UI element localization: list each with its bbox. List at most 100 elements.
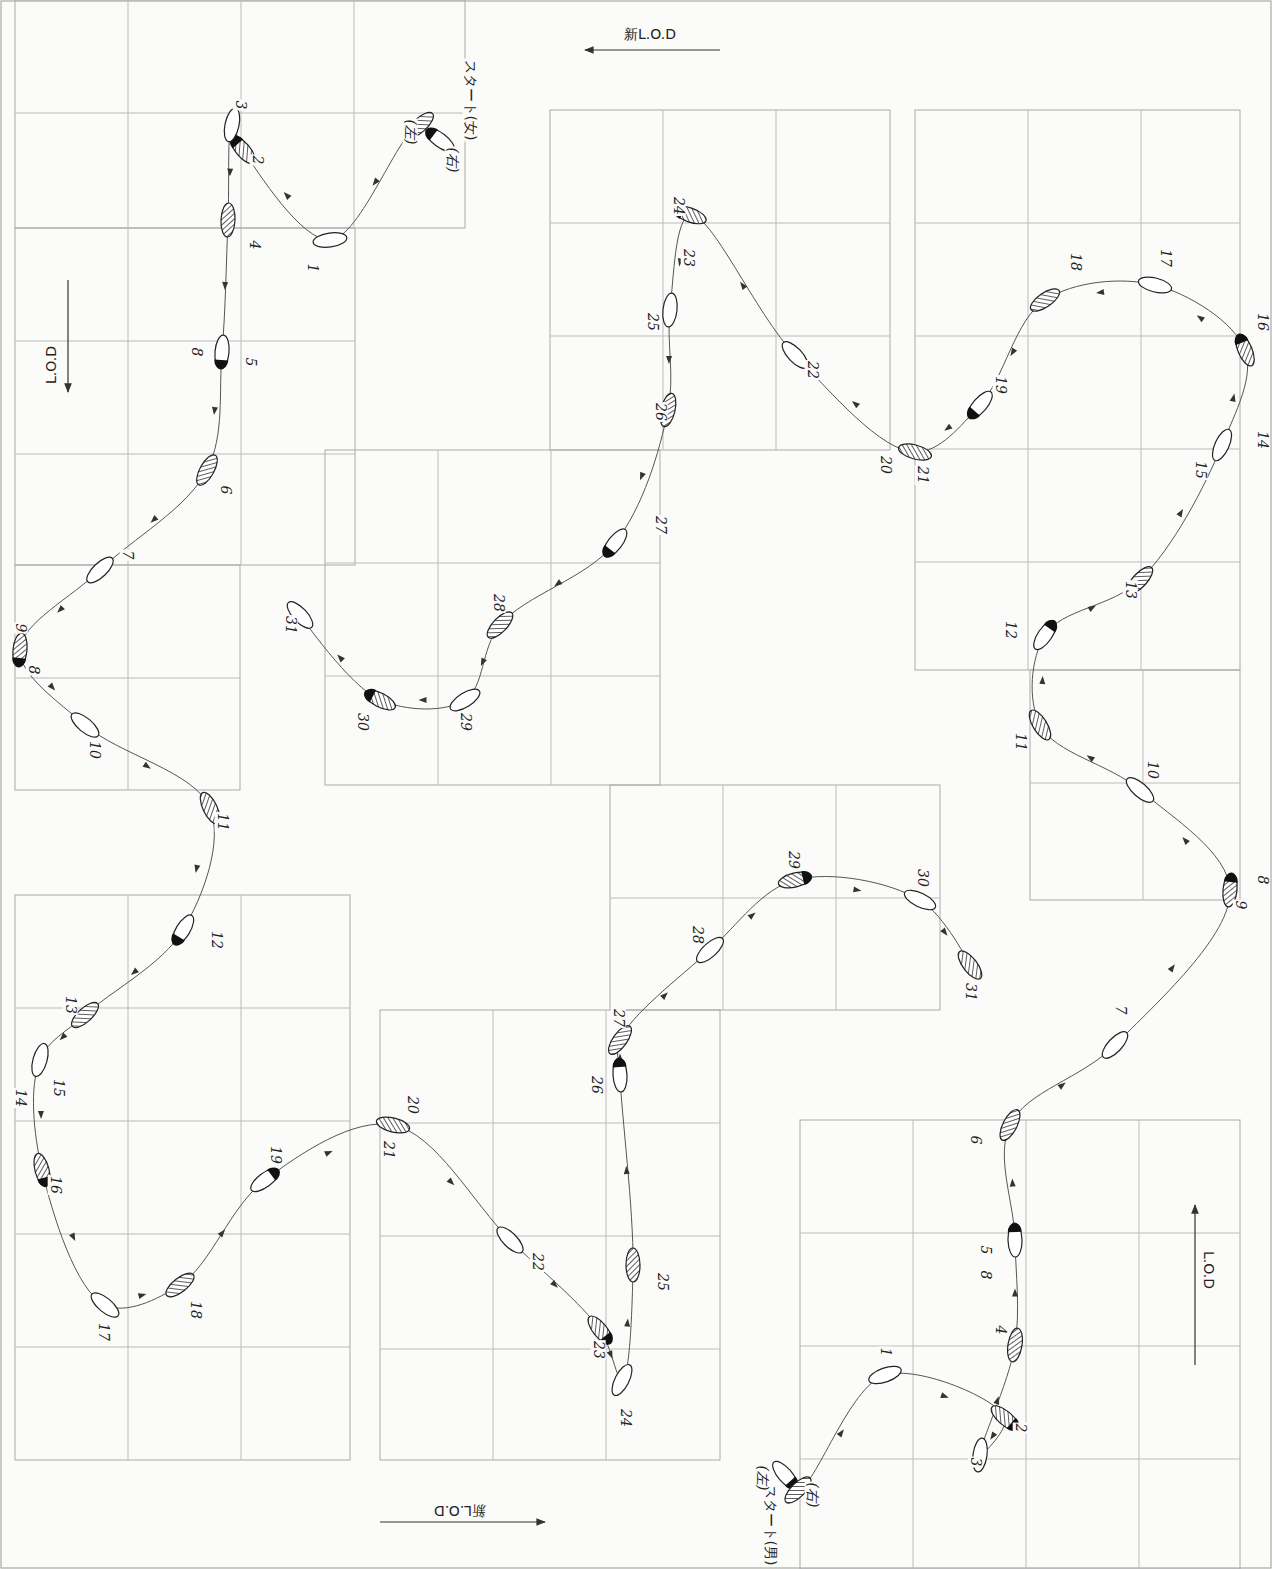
footprint bbox=[83, 553, 117, 587]
step-number: 2 bbox=[1012, 1423, 1027, 1434]
footprint bbox=[1027, 285, 1063, 316]
track-arrow bbox=[853, 886, 862, 893]
foot-sole bbox=[29, 1042, 52, 1079]
grid-line bbox=[15, 113, 465, 114]
step-number: 30 bbox=[914, 868, 929, 888]
track-arrow bbox=[1168, 963, 1178, 973]
footprint bbox=[29, 1042, 52, 1079]
foot-sole bbox=[1008, 1223, 1023, 1257]
track-arrow bbox=[624, 1318, 631, 1327]
footprint bbox=[87, 1289, 122, 1322]
step-number: 30 bbox=[354, 712, 369, 732]
track-arrow bbox=[138, 1291, 147, 1299]
grid-block bbox=[915, 110, 1240, 670]
foot-sole bbox=[1232, 332, 1258, 369]
foot-sole bbox=[867, 1363, 904, 1387]
grid-block bbox=[15, 228, 355, 565]
step-number: 28 bbox=[689, 925, 704, 945]
footprint bbox=[1098, 1028, 1131, 1062]
foot-weight bbox=[1232, 332, 1248, 346]
track-arrow bbox=[1085, 753, 1095, 762]
grid-block bbox=[610, 785, 940, 1010]
direction-label: L.O.D bbox=[1200, 1250, 1215, 1290]
step-number: 16 bbox=[1254, 312, 1269, 332]
step-number: 22 bbox=[529, 1252, 544, 1272]
grid-line bbox=[438, 450, 439, 785]
track-arrow bbox=[149, 515, 159, 525]
foot-sole bbox=[1098, 1028, 1131, 1062]
footprint bbox=[193, 452, 222, 489]
grid-line bbox=[915, 449, 1240, 450]
foot-sole bbox=[1137, 274, 1173, 296]
grid-line bbox=[800, 1459, 1240, 1460]
track-arrow bbox=[38, 1111, 44, 1119]
grid-line bbox=[915, 223, 1240, 224]
footprint bbox=[626, 1248, 640, 1282]
step-number: 23 bbox=[680, 248, 695, 268]
track-arrow bbox=[550, 1280, 560, 1290]
track-arrow bbox=[211, 407, 218, 416]
grid-line bbox=[380, 1236, 720, 1237]
foot-sole bbox=[162, 1269, 197, 1301]
track-arrow bbox=[218, 1228, 228, 1238]
footprint bbox=[67, 709, 102, 742]
foot-weight bbox=[214, 359, 229, 369]
track-arrow bbox=[940, 928, 950, 938]
foot-weight bbox=[612, 1058, 626, 1068]
grid-line bbox=[128, 0, 129, 228]
track-arrow bbox=[48, 683, 58, 693]
track-arrow bbox=[637, 472, 646, 482]
track-arrow bbox=[1012, 1289, 1018, 1297]
grid-line bbox=[380, 1123, 720, 1124]
footprint bbox=[362, 686, 399, 714]
grid-block bbox=[550, 110, 890, 450]
step-number: 29 bbox=[785, 850, 800, 870]
track-arrow bbox=[1096, 289, 1105, 296]
track-arrow bbox=[1039, 676, 1045, 684]
footprint bbox=[483, 608, 517, 642]
direction-label: 新L.O.D bbox=[623, 27, 677, 42]
floor-grid bbox=[15, 0, 1240, 1569]
grid-line bbox=[915, 562, 1240, 563]
footprint bbox=[897, 441, 933, 463]
footprint bbox=[1008, 1223, 1023, 1257]
grid-line bbox=[610, 898, 940, 899]
footprint bbox=[375, 1114, 411, 1136]
foot-sole bbox=[375, 1114, 411, 1136]
footprint bbox=[608, 1362, 636, 1399]
step-number: 20 bbox=[877, 455, 892, 475]
grid-block bbox=[15, 0, 465, 228]
step-number: 31 bbox=[282, 615, 297, 635]
track-arrow bbox=[738, 280, 748, 290]
foot-sole bbox=[996, 1107, 1024, 1144]
foot-sole bbox=[599, 525, 631, 560]
step-track bbox=[20, 125, 970, 1380]
footprint bbox=[162, 1269, 197, 1301]
grid-block bbox=[15, 895, 350, 1460]
step-number: 25 bbox=[644, 312, 659, 332]
step-number: 24 bbox=[617, 1408, 632, 1428]
grid-block bbox=[1030, 670, 1240, 900]
foot-sole bbox=[612, 1058, 628, 1093]
foot-sole bbox=[447, 685, 483, 715]
direction-arrow bbox=[1194, 1205, 1195, 1365]
step-number: 24 bbox=[670, 196, 685, 216]
footprint bbox=[612, 1058, 628, 1093]
grid-line bbox=[606, 1010, 607, 1460]
foot-weight bbox=[1008, 1223, 1022, 1232]
foot-sole bbox=[1027, 285, 1063, 316]
track-arrow bbox=[943, 424, 953, 434]
track-arrow bbox=[1180, 835, 1190, 845]
grid-line bbox=[128, 895, 129, 1460]
footprint bbox=[1030, 617, 1061, 653]
direction-arrow bbox=[380, 1521, 545, 1522]
track-arrow bbox=[553, 579, 563, 589]
track-arrow bbox=[419, 697, 427, 703]
grid-line bbox=[663, 110, 664, 450]
direction-arrow bbox=[585, 49, 720, 50]
direction-arrow bbox=[67, 280, 68, 392]
step-number: 12 bbox=[1002, 620, 1017, 640]
track-arrow bbox=[660, 990, 670, 1000]
